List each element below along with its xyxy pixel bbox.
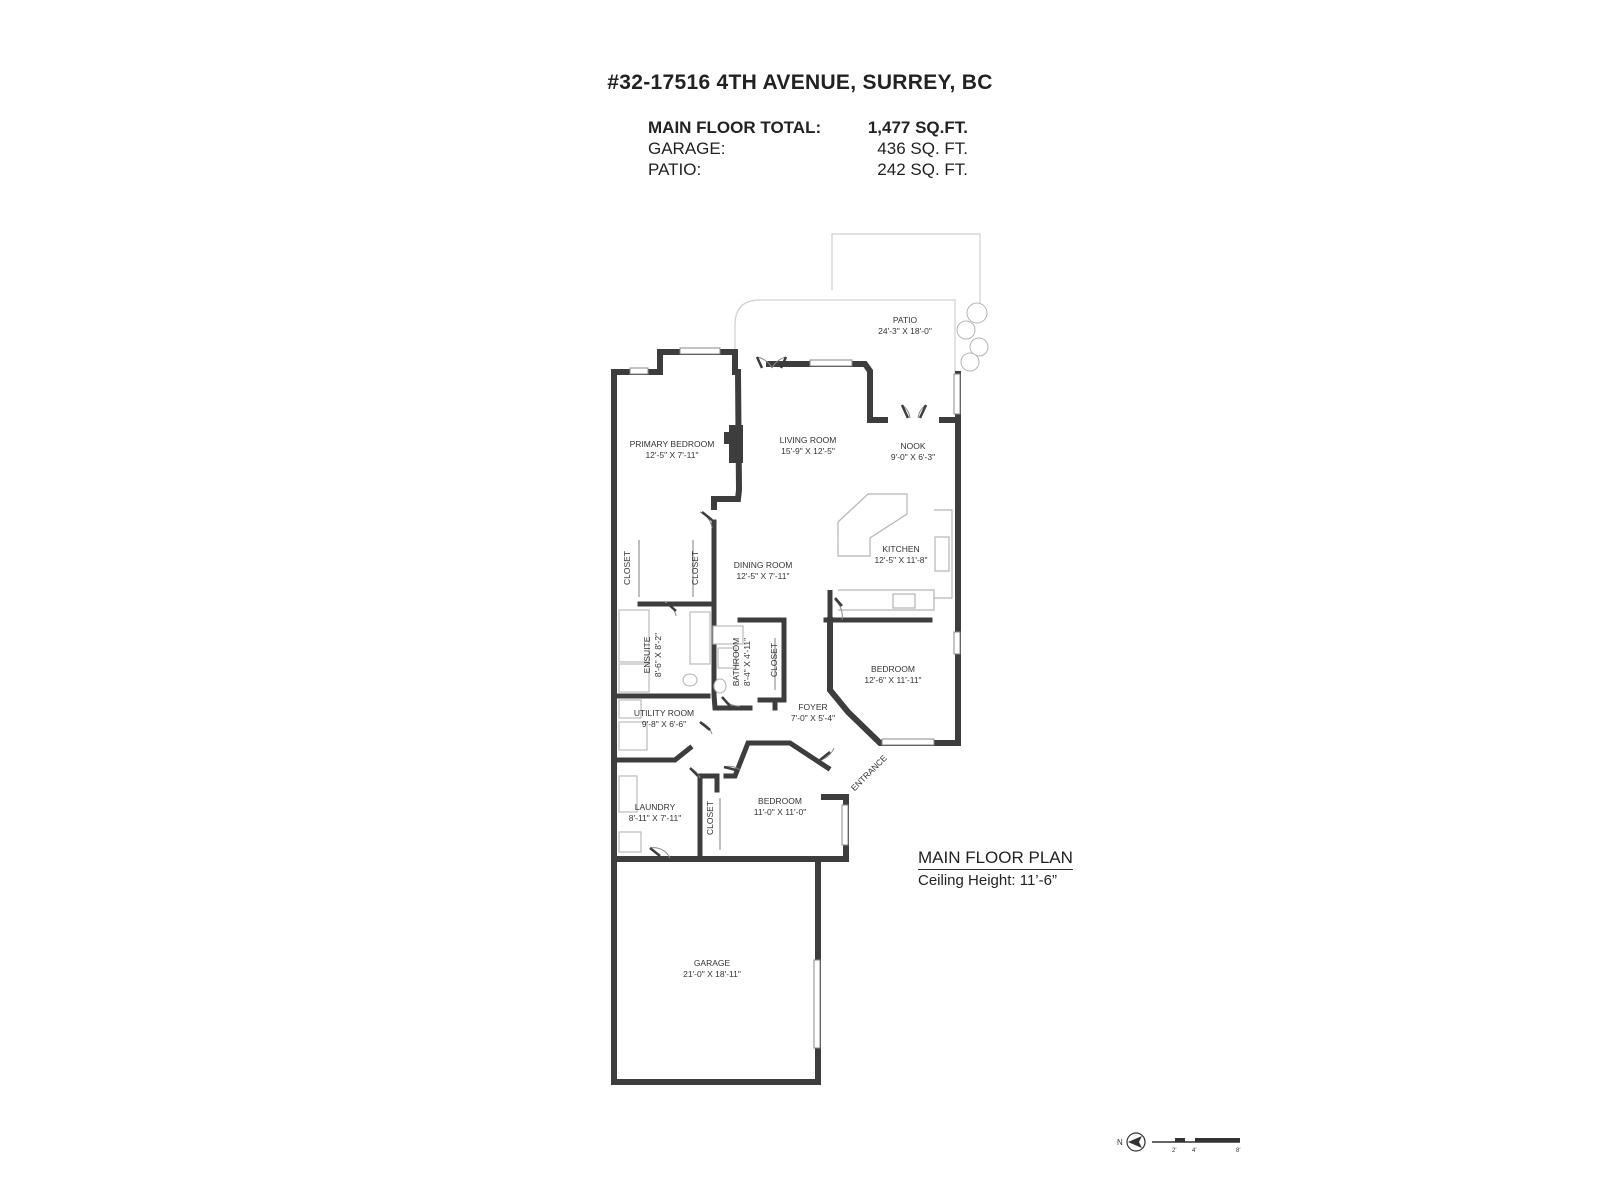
nook-dims: 9'-0" X 6'-3" <box>891 452 935 462</box>
foyer-dims: 7'-0" X 5'-4" <box>791 713 835 723</box>
fireplace-hearth <box>724 432 732 444</box>
laundry-dims: 8'-11" X 7'-11" <box>629 813 681 823</box>
primary-bedroom-dims: 12'-5" X 7'-11" <box>645 450 698 460</box>
interior-walls <box>611 519 933 862</box>
fireplace <box>729 425 743 463</box>
closet-label: CLOSET <box>769 643 779 677</box>
utility-room-name: UTILITY ROOM <box>634 708 694 718</box>
patio-name: PATIO <box>893 315 918 325</box>
kitchen-dims: 12'-5" X 11'-8" <box>874 555 927 565</box>
living-room-name: LIVING ROOM <box>780 435 837 445</box>
dining-room-name: DINING ROOM <box>734 560 793 570</box>
scale-tick: 2' <box>1172 1148 1176 1154</box>
scale-segment <box>1175 1138 1185 1142</box>
summary-value: 436 SQ. FT. <box>877 139 968 158</box>
garage-dims: 21'-0" X 18'-11" <box>683 969 741 979</box>
property-address: #32-17516 4TH AVENUE, SURREY, BC <box>607 71 993 94</box>
garage-name: GARAGE <box>694 958 731 968</box>
bedroom-east-dims: 12'-6" X 11'-11" <box>864 675 921 685</box>
summary-value: 242 SQ. FT. <box>877 160 968 179</box>
plan-title: MAIN FLOOR PLAN <box>918 848 1073 870</box>
entrance-label: ENTRANCE <box>849 753 889 793</box>
bathroom-name: BATHROOM <box>731 638 741 686</box>
north-label: N <box>1117 1138 1123 1147</box>
summary-row-main-floor: MAIN FLOOR TOTAL: 1,477 SQ.FT. <box>648 117 968 138</box>
dining-room-dims: 12'-5" X 7'-11" <box>736 571 789 581</box>
bathroom-dims: 8'-4" X 4'-11" <box>742 638 752 686</box>
closet-label: CLOSET <box>690 551 700 585</box>
door-swings <box>649 356 927 859</box>
closets <box>638 540 776 850</box>
ceiling-height: Ceiling Height: 11’-6” <box>918 872 1057 889</box>
ensuite-dims: 8'-6" X 8'-2" <box>653 633 663 677</box>
scale-tick: 4' <box>1192 1148 1196 1154</box>
kitchen-counter <box>837 493 953 611</box>
summary-value: 1,477 SQ.FT. <box>867 118 968 137</box>
kitchen-name: KITCHEN <box>882 544 919 554</box>
area-summary: MAIN FLOOR TOTAL: 1,477 SQ.FT. GARAGE: 4… <box>648 117 968 180</box>
compass-scale: N 2' 4' 8' <box>1117 1132 1240 1154</box>
closet-label: CLOSET <box>622 551 632 585</box>
scale-segment <box>1195 1138 1240 1142</box>
summary-label: GARAGE: <box>648 139 726 158</box>
ensuite-name: ENSUITE <box>642 636 652 673</box>
bedroom-south-name: BEDROOM <box>758 796 802 806</box>
summary-row-patio: PATIO: 242 SQ. FT. <box>648 159 968 180</box>
summary-row-garage: GARAGE: 436 SQ. FT. <box>648 138 968 159</box>
scale-tick: 8' <box>1236 1148 1240 1154</box>
bedroom-south-dims: 11'-0" X 11'-0" <box>754 807 806 817</box>
door-leaves <box>649 356 928 857</box>
foyer-name: FOYER <box>798 702 827 712</box>
summary-label: PATIO: <box>648 160 702 179</box>
living-room-dims: 15'-9" X 12'-5" <box>781 446 835 456</box>
patio-dims: 24'-3" X 18'-0" <box>878 326 932 336</box>
primary-bedroom-name: PRIMARY BEDROOM <box>630 439 715 449</box>
patio-area <box>734 233 981 372</box>
nook-name: NOOK <box>900 441 925 451</box>
utility-room-dims: 9'-8" X 6'-6" <box>642 719 686 729</box>
windows <box>629 347 961 1049</box>
bedroom-east-name: BEDROOM <box>871 664 915 674</box>
patio-shrubs <box>956 302 989 372</box>
plan-title-block: MAIN FLOOR PLAN Ceiling Height: 11’-6” <box>918 848 1073 889</box>
bath-fixtures <box>618 609 744 853</box>
closet-label: CLOSET <box>705 801 715 835</box>
north-arrow-icon <box>1128 1136 1142 1148</box>
room-labels: PATIO 24'-3" X 18'-0" PRIMARY BEDROOM 12… <box>622 315 935 979</box>
summary-label: MAIN FLOOR TOTAL: <box>648 118 822 137</box>
laundry-name: LAUNDRY <box>635 802 676 812</box>
